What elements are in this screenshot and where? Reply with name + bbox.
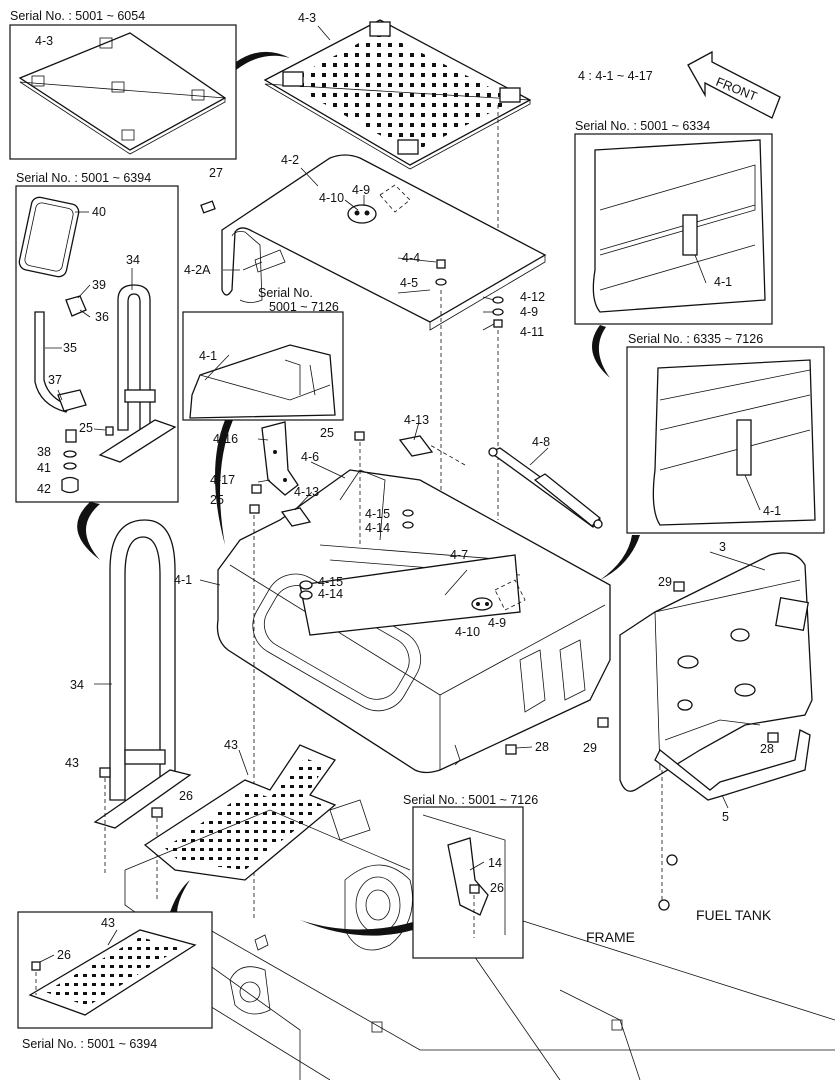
label-part-4-3-inset: 4-3: [35, 34, 53, 48]
label-serial-bottom-center: Serial No. : 5001 ~ 7126: [403, 793, 538, 807]
part-4-1-box: [216, 469, 611, 774]
part-4-16-bracket: [261, 421, 299, 496]
label-part-4-9-bot: 4-9: [488, 616, 506, 630]
label-part-4-5: 4-5: [400, 276, 418, 290]
label-fuel-tank: FUEL TANK: [696, 907, 772, 923]
label-part-4-10-top: 4-10: [319, 191, 344, 205]
label-part-4-1-center: 4-1: [199, 349, 217, 363]
label-part-29-bot: 29: [583, 741, 597, 755]
label-part-26-left: 26: [57, 948, 71, 962]
part-4-8-strut: [488, 447, 603, 529]
bolts-4-12: [492, 296, 504, 328]
label-part-4-1-main: 4-1: [174, 573, 192, 587]
inset-center: [182, 311, 344, 421]
label-part-29-top: 29: [658, 575, 672, 589]
label-part-4-10-bot: 4-10: [455, 625, 480, 639]
label-part-4-9-right: 4-9: [520, 305, 538, 319]
leader-lines: [39, 25, 766, 963]
label-part-28-main: 28: [535, 740, 549, 754]
label-part-40: 40: [92, 205, 106, 219]
label-serial-bottom-left: Serial No. : 5001 ~ 6394: [22, 1037, 157, 1051]
part-34-handrail: [93, 519, 192, 829]
callout-arc: [170, 880, 190, 912]
part-27-bolt: [200, 200, 216, 214]
label-part-37: 37: [48, 373, 62, 387]
part-5-bracket: [654, 729, 811, 801]
part-4-13-pads: [280, 435, 434, 527]
label-part-4-14-bot: 4-14: [318, 587, 343, 601]
label-part-27: 27: [209, 166, 223, 180]
label-part-4-3: 4-3: [298, 11, 316, 25]
inset-mirror: [15, 185, 179, 503]
inset-bottom-center: [412, 806, 524, 959]
label-part-3: 3: [719, 540, 726, 554]
label-part-43-left: 43: [65, 756, 79, 770]
label-part-4-4: 4-4: [402, 251, 420, 265]
callout-arc: [592, 325, 610, 378]
label-part-4-15-top: 4-15: [365, 507, 390, 521]
label-frame: FRAME: [586, 929, 635, 945]
label-part-25-a: 25: [320, 426, 334, 440]
label-part-42: 42: [37, 482, 51, 496]
part-43-step: [143, 744, 337, 881]
bolt-4-4: [435, 259, 447, 286]
label-part-4-7: 4-7: [450, 548, 468, 562]
part-4-3-panel: [263, 19, 532, 170]
label-part-14: 14: [488, 856, 502, 870]
label-serial-mirror: Serial No. : 5001 ~ 6394: [16, 171, 151, 185]
inset-top-left: [9, 24, 237, 160]
label-serial-right-top: Serial No. : 5001 ~ 6334: [575, 119, 710, 133]
tank-bolts: [505, 581, 779, 911]
part-3-fuel-tank: [619, 552, 813, 792]
callout-arc: [236, 51, 290, 70]
label-part-4-17: 4-17: [210, 473, 235, 487]
label-part-34-main: 34: [70, 678, 84, 692]
label-part-39: 39: [92, 278, 106, 292]
label-note: 4 : 4-1 ~ 4-17: [578, 69, 653, 83]
label-part-4-6: 4-6: [301, 450, 319, 464]
label-part-4-15-bot: 4-15: [318, 575, 343, 589]
label-part-4-9-top: 4-9: [352, 183, 370, 197]
front-arrow: [687, 50, 781, 119]
label-part-25-inset: 25: [79, 421, 93, 435]
inset-right-top: [574, 133, 773, 325]
label-serial-top-left: Serial No. : 5001 ~ 6054: [10, 9, 145, 23]
label-part-4-13-top: 4-13: [404, 413, 429, 427]
label-part-4-12: 4-12: [520, 290, 545, 304]
bolts-25: [249, 431, 414, 529]
label-part-4-1-right-top: 4-1: [714, 275, 732, 289]
label-part-41: 41: [37, 461, 51, 475]
label-part-4-2a: 4-2A: [184, 263, 211, 277]
label-part-4-1-right-mid: 4-1: [763, 504, 781, 518]
callout-arc: [77, 502, 100, 560]
label-part-4-2: 4-2: [281, 153, 299, 167]
label-part-34-inset: 34: [126, 253, 140, 267]
label-part-4-16: 4-16: [213, 432, 238, 446]
label-serial-center-1: Serial No.: [258, 286, 313, 300]
label-part-36: 36: [95, 310, 109, 324]
label-serial-right-mid: Serial No. : 6335 ~ 7126: [628, 332, 763, 346]
label-part-4-8: 4-8: [532, 435, 550, 449]
inset-bottom-left: [17, 911, 213, 1029]
label-part-4-14-top: 4-14: [365, 521, 390, 535]
label-part-5: 5: [722, 810, 729, 824]
label-part-26-main: 26: [179, 789, 193, 803]
label-serial-center-2: 5001 ~ 7126: [269, 300, 339, 314]
callout-arc: [600, 535, 640, 580]
label-part-26-inset: 26: [490, 881, 504, 895]
label-part-43-main: 43: [224, 738, 238, 752]
callout-arc: [215, 420, 233, 545]
label-part-4-13-left: 4-13: [294, 485, 319, 499]
label-part-38: 38: [37, 445, 51, 459]
label-part-35: 35: [63, 341, 77, 355]
label-part-25-b: 25: [210, 493, 224, 507]
part-4-2-cover: [221, 154, 547, 331]
inset-right-mid: [626, 346, 825, 534]
label-part-28-tank: 28: [760, 742, 774, 756]
label-part-4-11: 4-11: [520, 325, 544, 339]
label-part-43-inset: 43: [101, 916, 115, 930]
callout-arc: [300, 920, 413, 936]
